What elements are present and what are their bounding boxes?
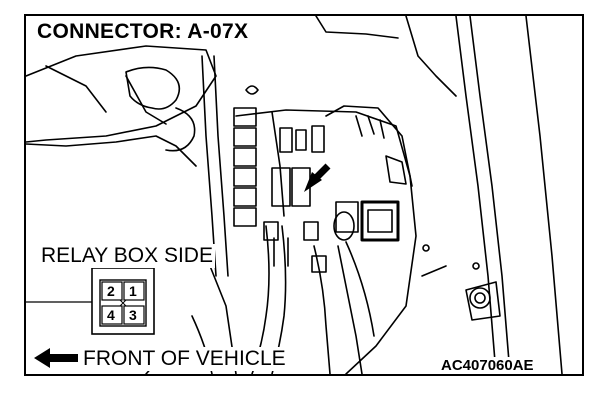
pin-label: 3 — [129, 307, 137, 323]
pointer-arrow-icon — [304, 163, 331, 192]
figure-code: AC407060AE — [438, 357, 537, 374]
diagram-frame: 2 1 4 3 CONNECTOR: A-07X RELAY BOX SIDE … — [24, 14, 584, 376]
connector-pin-diagram: 2 1 4 3 — [91, 267, 155, 335]
arrow-left-icon — [34, 348, 78, 368]
front-of-vehicle-label: FRONT OF VEHICLE — [80, 347, 289, 371]
relay-box-side-label: RELAY BOX SIDE — [39, 244, 215, 268]
engine-bay-illustration: 2 1 4 3 — [26, 16, 563, 374]
connector-title: CONNECTOR: A-07X — [34, 20, 252, 44]
pin-label: 1 — [129, 283, 137, 299]
pin-label: 2 — [107, 283, 115, 299]
pin-label: 4 — [107, 307, 115, 323]
